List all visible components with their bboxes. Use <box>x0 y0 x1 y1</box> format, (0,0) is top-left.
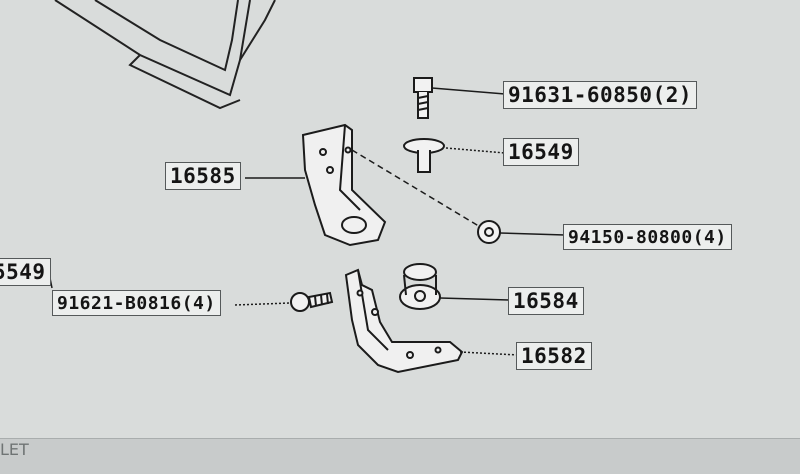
part-label-5549-left-edge[interactable]: 5549 <box>0 258 51 286</box>
radiator-housing-outline <box>54 0 276 110</box>
clamp-part <box>399 263 441 310</box>
leader-nut <box>499 232 566 236</box>
part-label-16549[interactable]: 16549 <box>503 138 579 166</box>
footer-text: LET <box>0 440 29 459</box>
lower-bracket-part <box>344 268 464 374</box>
part-label-91621-B0816[interactable]: 91621-B0816(4) <box>52 290 221 316</box>
leader-clamp <box>439 297 511 301</box>
washer-part <box>403 138 445 173</box>
nut-part <box>477 220 501 244</box>
part-label-94150-80800[interactable]: 94150-80800(4) <box>563 224 732 250</box>
leader-screw <box>234 302 291 306</box>
part-label-16582[interactable]: 16582 <box>516 342 592 370</box>
screw-part <box>290 291 334 312</box>
leader-bolt <box>431 87 506 95</box>
upper-bracket-part <box>301 123 387 247</box>
part-label-91631-60850[interactable]: 91631-60850(2) <box>503 81 698 109</box>
dashed-assembly-line <box>351 149 483 229</box>
bolt-part <box>413 77 433 119</box>
leader-washer <box>445 147 506 154</box>
leader-bracket-lower <box>459 351 519 356</box>
part-label-16585[interactable]: 16585 <box>165 162 241 190</box>
part-label-16584[interactable]: 16584 <box>508 287 584 315</box>
bottom-toolbar-strip <box>0 438 800 474</box>
